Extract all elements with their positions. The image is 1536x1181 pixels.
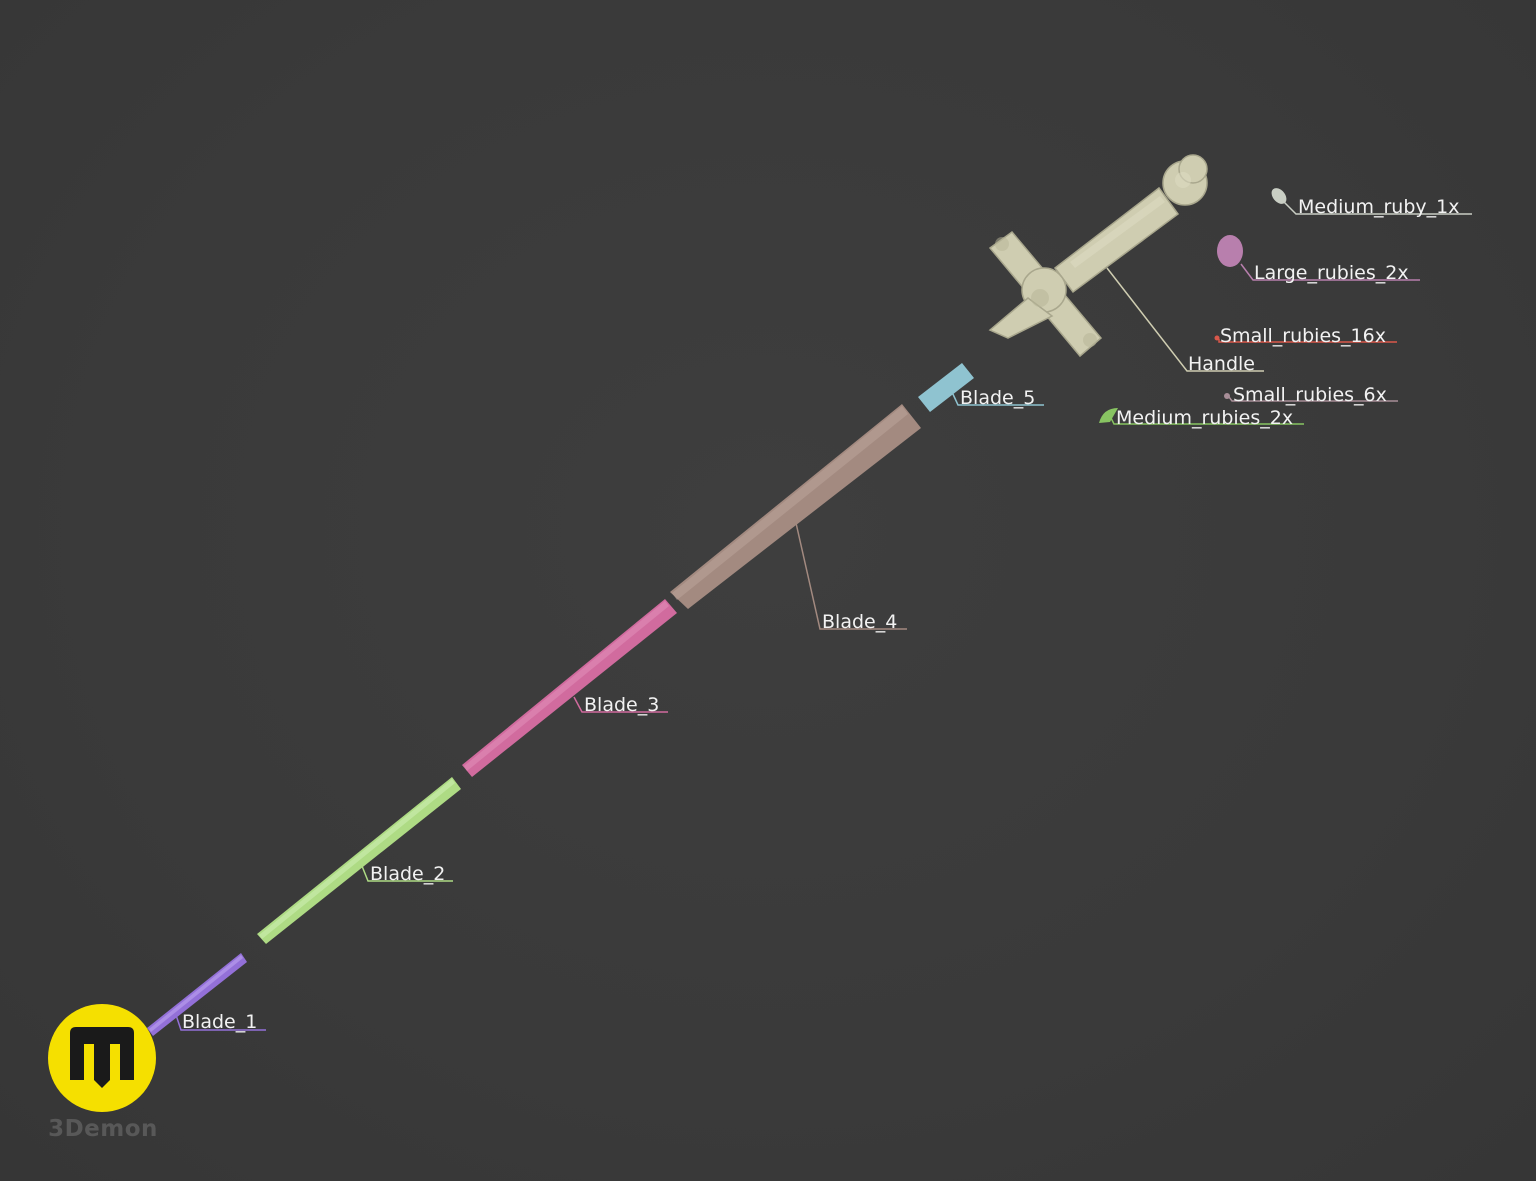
large-rubies-2x-gem	[1217, 235, 1243, 267]
blade-5-leader	[951, 391, 1044, 406]
small-rubies-6x-leader	[1228, 396, 1398, 402]
handle-leader	[1106, 267, 1264, 372]
medium-ruby-1x-leader	[1283, 201, 1472, 215]
blade-4-part	[670, 404, 921, 609]
medium-rubies-2x-label: Medium_rubies_2x	[1116, 407, 1293, 429]
blade-3-part	[462, 599, 677, 777]
blade-1-part	[147, 953, 247, 1036]
medium-ruby-1x-label: Medium_ruby_1x	[1298, 196, 1459, 218]
blade-1-label: Blade_1	[182, 1011, 257, 1033]
small-rubies-6x-label: Small_rubies_6x	[1233, 384, 1387, 406]
medium-ruby-1x-gem	[1271, 188, 1287, 204]
blade-4-label: Blade_4	[822, 611, 897, 633]
blade-4-leader	[795, 522, 907, 630]
blade-2-part	[257, 777, 461, 944]
small-rubies-16x-leader	[1218, 339, 1397, 343]
blade-2-leader	[361, 865, 453, 882]
medium-rubies-2x-gem	[1099, 408, 1118, 423]
blade-1-leader	[175, 1014, 266, 1031]
3demon-logo-icon	[48, 1004, 156, 1112]
small-rubies-16x-label: Small_rubies_16x	[1220, 325, 1386, 347]
blade-5-label: Blade_5	[960, 387, 1035, 409]
blade-3-label: Blade_3	[584, 694, 659, 716]
medium-rubies-2x-leader	[1109, 415, 1304, 425]
blade-2-label: Blade_2	[370, 863, 445, 885]
handle-part	[988, 154, 1208, 358]
large-rubies-2x-leader	[1240, 263, 1420, 281]
brand-name: 3Demon	[48, 1116, 158, 1142]
large-rubies-2x-label: Large_rubies_2x	[1254, 262, 1409, 284]
handle-label: Handle	[1188, 353, 1255, 375]
blade-5-part	[918, 363, 974, 412]
blade-3-leader	[573, 696, 668, 713]
